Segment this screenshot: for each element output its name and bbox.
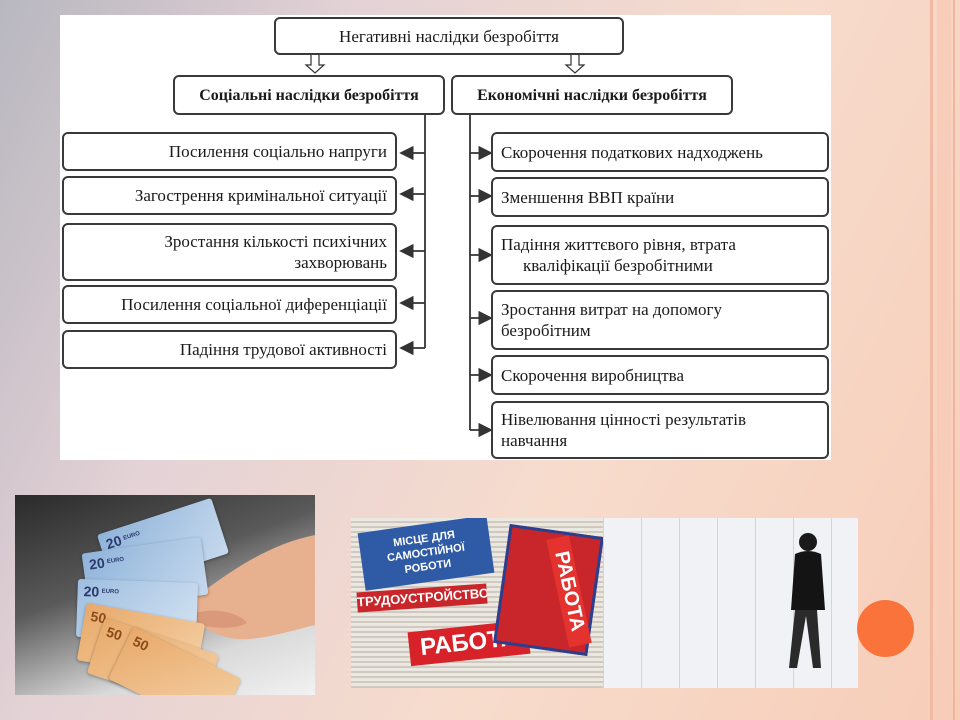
decor-stripe xyxy=(930,0,933,720)
economic-item: Скорочення податкових надходжень xyxy=(491,132,829,172)
economic-header-label: Економічні наслідки безробіття xyxy=(477,86,707,104)
social-item: Падіння трудової активності xyxy=(62,330,397,369)
root-node-label: Негативні наслідки безробіття xyxy=(339,26,559,46)
economic-item-line1: Зростання витрат на допомогу xyxy=(501,300,723,319)
economic-item-line1: Скорочення виробництва xyxy=(501,365,684,385)
money-photo: 20 EURO 20 EURO 20 EURO 50 50 50 xyxy=(15,495,315,695)
social-item-line1: Посилення соціально напруги xyxy=(168,142,387,161)
social-item-line2: захворювань xyxy=(294,253,387,272)
economic-item: Падіння життєвого рівня, втрата кваліфік… xyxy=(491,225,829,285)
root-node: Негативні наслідки безробіття xyxy=(274,17,624,55)
newspapers-photo: МІСЦЕ ДЛЯ САМОСТІЙНОЇ РОБОТИ ТРУДОУСТРОЙ… xyxy=(351,518,603,688)
hollow-arrow-left xyxy=(304,52,326,74)
diagram-panel: Негативні наслідки безробіття Соціальні … xyxy=(60,15,831,460)
bill-currency: EURO xyxy=(101,588,120,596)
bill-currency: EURO xyxy=(106,556,125,566)
bill-currency: EURO xyxy=(122,530,141,542)
economic-item: Нівелювання цінності результатів навчанн… xyxy=(491,401,829,459)
economic-item-line1: Нівелювання цінності результатів xyxy=(501,410,747,429)
economic-item: Скорочення виробництва xyxy=(491,355,829,395)
economic-item-line1: Падіння життєвого рівня, втрата xyxy=(501,235,736,254)
social-header-label: Соціальні наслідки безробіття xyxy=(199,86,419,104)
economic-item-line1: Зменшення ВВП країни xyxy=(501,187,675,207)
bill-denomination: 50 xyxy=(104,623,125,644)
social-item-line1: Загострення кримінальної ситуації xyxy=(134,186,387,205)
social-header: Соціальні наслідки безробіття xyxy=(173,75,445,115)
social-item: Посилення соціальної диференціації xyxy=(62,285,397,324)
social-item: Зростання кількості психічних захворюван… xyxy=(62,223,397,281)
walking-man-photo xyxy=(603,518,858,688)
diagram-connectors xyxy=(304,52,586,438)
bill-denomination: 20 xyxy=(88,554,106,573)
walking-man-icon xyxy=(789,533,825,668)
hollow-arrow-right xyxy=(564,52,586,74)
hand-shape xyxy=(185,535,315,640)
economic-item-line2: навчання xyxy=(501,431,568,450)
social-item: Загострення кримінальної ситуації xyxy=(62,176,397,215)
social-item-line1: Посилення соціальної диференціації xyxy=(121,295,387,314)
economic-item-line1: Скорочення податкових надходжень xyxy=(501,142,763,162)
red-box: РАБОТА xyxy=(493,523,603,657)
bill-denomination: 20 xyxy=(83,583,100,600)
accent-dot xyxy=(857,600,914,657)
economic-header: Економічні наслідки безробіття xyxy=(451,75,733,115)
banner-text: МІСЦЕ ДЛЯ САМОСТІЙНОЇ РОБОТИ xyxy=(386,528,466,577)
social-item: Посилення соціально напруги xyxy=(62,132,397,171)
economic-item-line2: кваліфікації безробітними xyxy=(523,256,713,275)
decor-stripe xyxy=(937,0,951,720)
bill-denomination: 50 xyxy=(130,632,152,655)
decor-stripe xyxy=(953,0,955,720)
economic-item: Зростання витрат на допомогу безробітним xyxy=(491,290,829,350)
economic-item: Зменшення ВВП країни xyxy=(491,177,829,217)
economic-item-line2: безробітним xyxy=(501,321,591,340)
social-item-line1: Зростання кількості психічних xyxy=(164,232,387,251)
social-item-line1: Падіння трудової активності xyxy=(179,340,387,359)
headline-text: РАБОТА xyxy=(550,549,589,634)
